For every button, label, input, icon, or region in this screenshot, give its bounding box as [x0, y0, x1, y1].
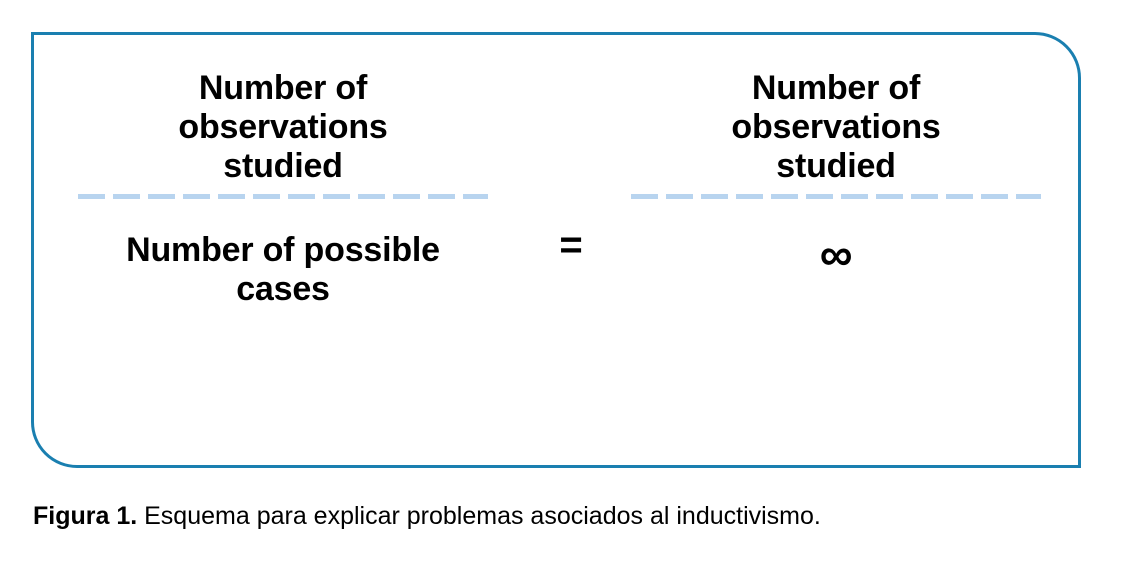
figure-caption: Figura 1. Esquema para explicar problema… — [33, 500, 821, 533]
left-fraction: Number of observations studied Number of… — [63, 69, 503, 308]
equals-sign: = — [559, 223, 583, 267]
figure-caption-text: Esquema para explicar problemas asociado… — [137, 502, 821, 530]
right-fraction-numerator: Number of observations studied — [616, 69, 1056, 194]
diagram-frame: Number of observations studied Number of… — [31, 32, 1081, 468]
figure-caption-label: Figura 1. — [33, 502, 138, 530]
equation: Number of observations studied Number of… — [34, 35, 1084, 471]
left-fraction-denominator: Number of possible cases — [63, 199, 503, 308]
left-numerator-text: Number of observations studied — [178, 69, 388, 185]
right-numerator-text: Number of observations studied — [731, 69, 941, 185]
right-fraction-denominator: ∞ — [616, 199, 1056, 295]
left-denominator-text: Number of possible cases — [126, 231, 440, 308]
left-fraction-bar — [78, 194, 488, 199]
infinity-symbol: ∞ — [819, 228, 853, 280]
right-fraction: Number of observations studied ∞ — [616, 69, 1056, 295]
left-fraction-numerator: Number of observations studied — [63, 69, 503, 194]
right-fraction-bar — [631, 194, 1041, 199]
